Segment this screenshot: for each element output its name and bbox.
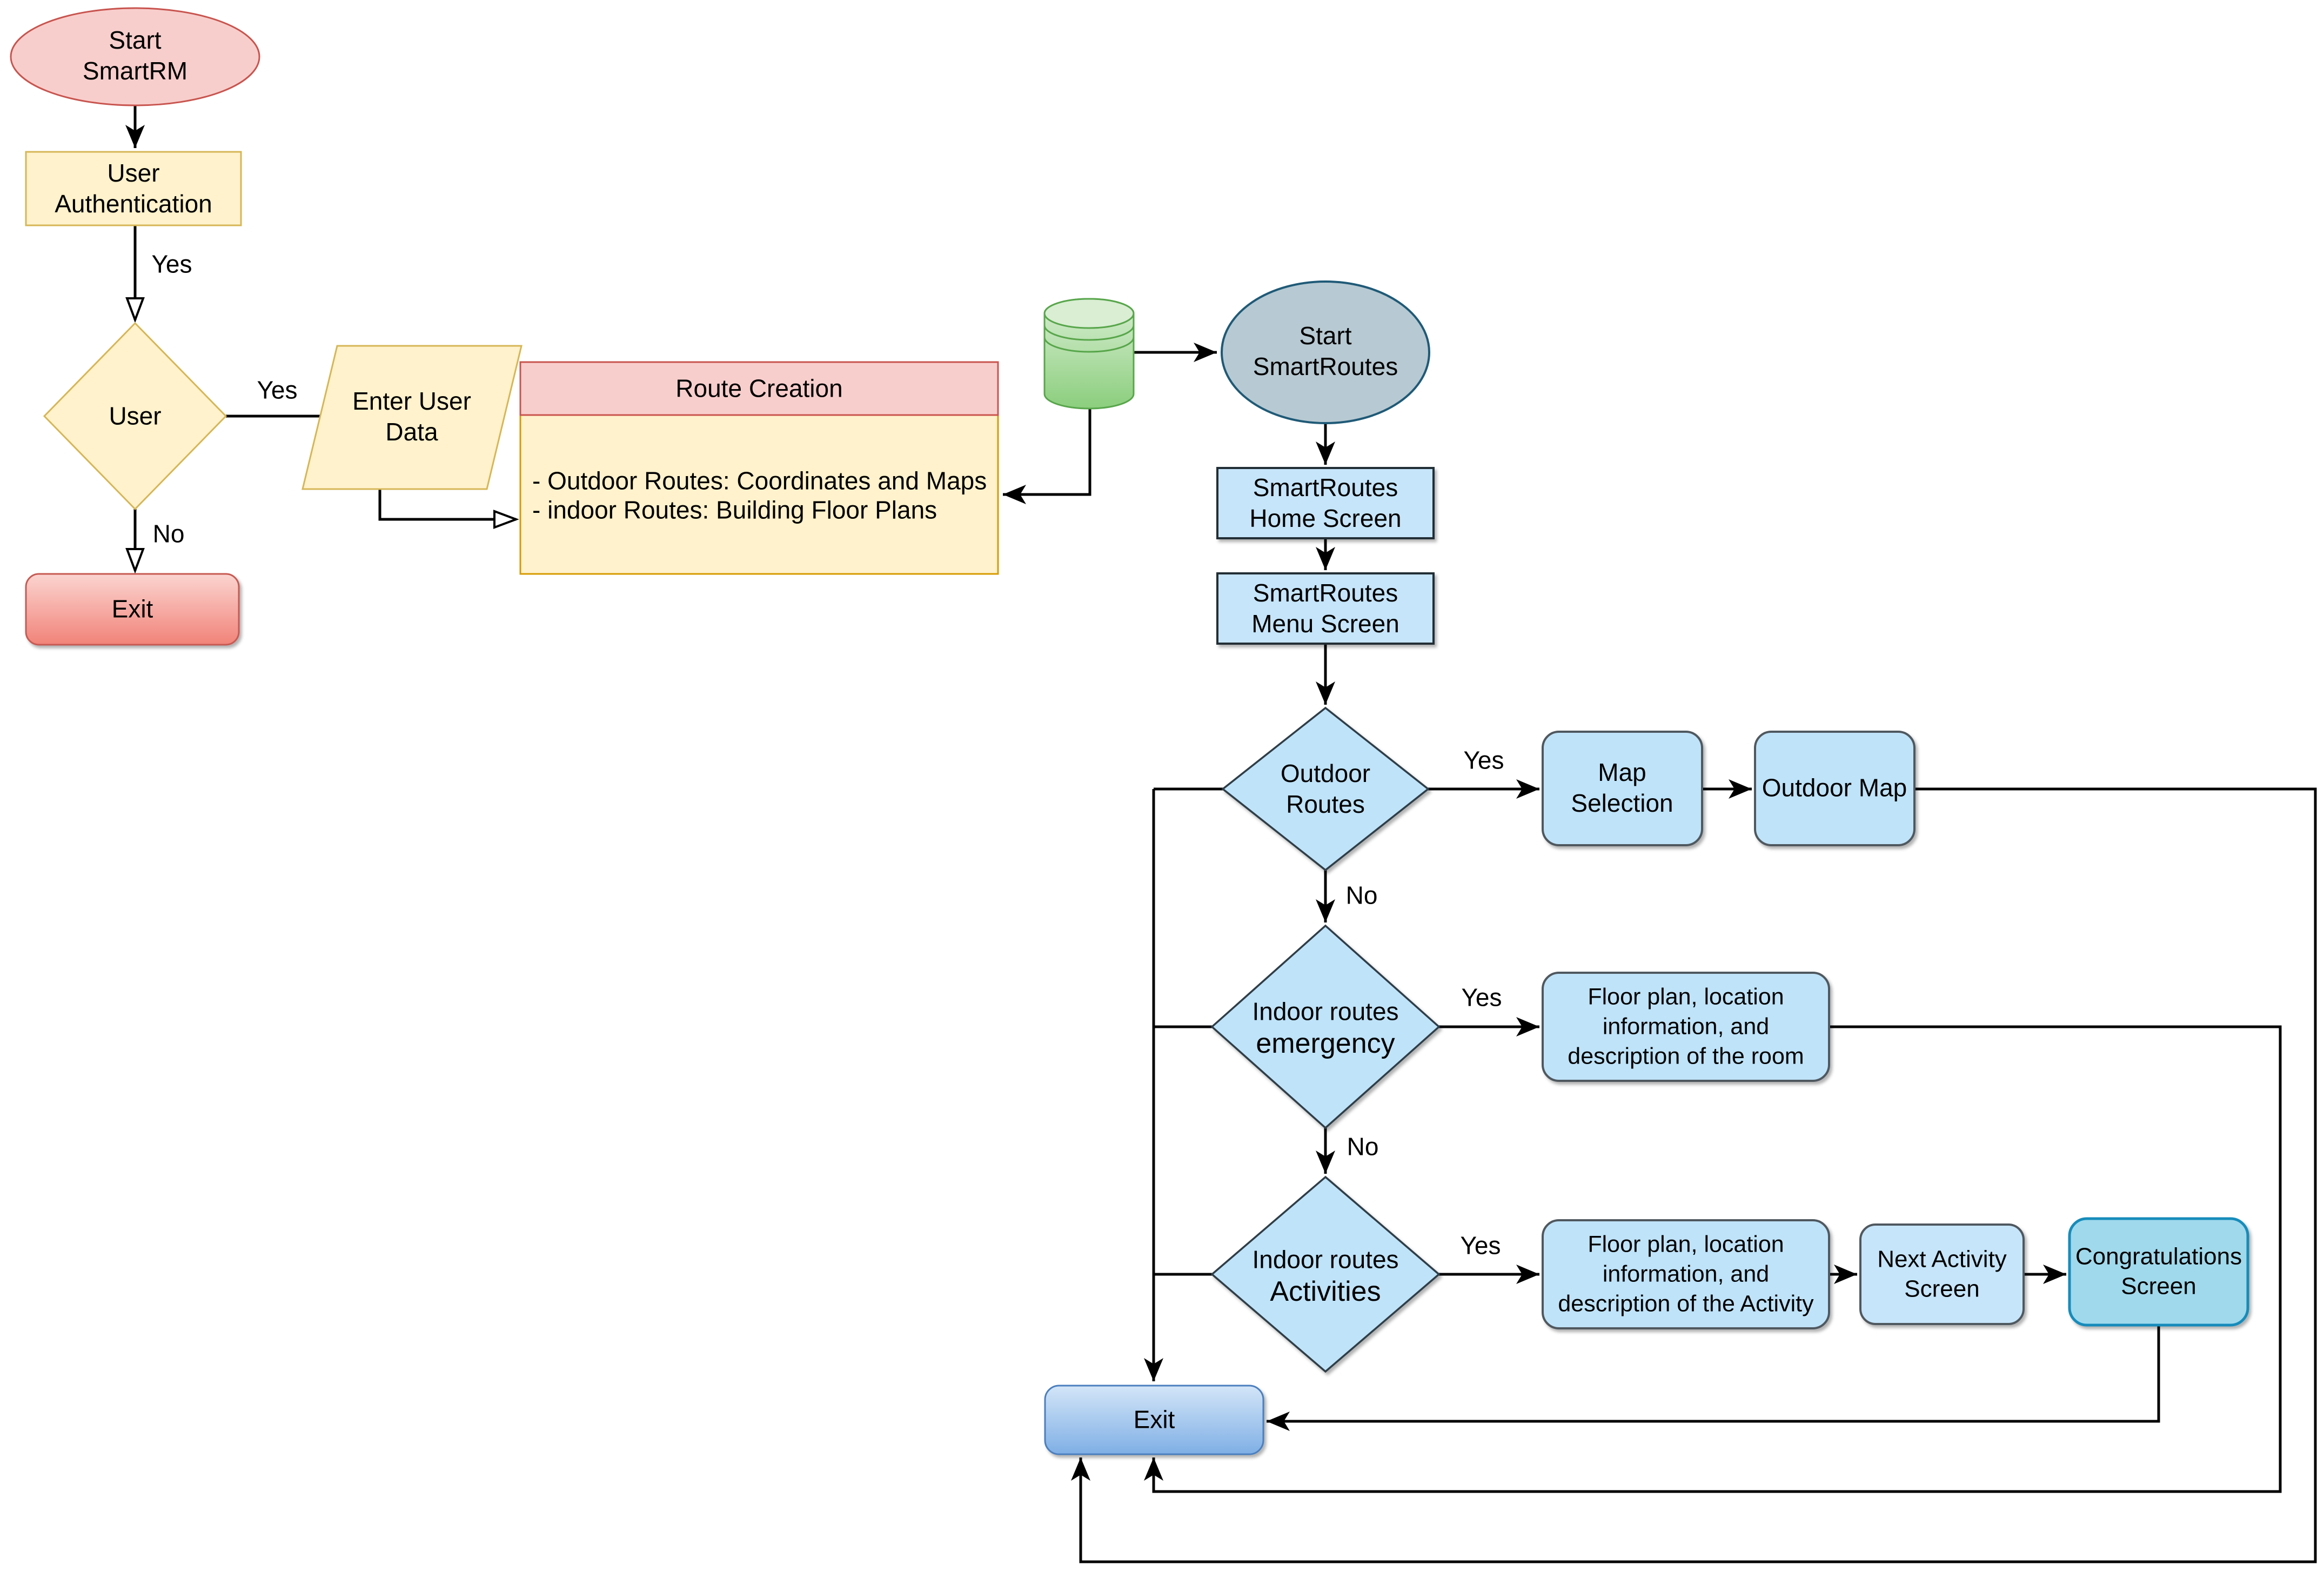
floor-activity-label: Floor plan, location information, and de… [1558,1231,1814,1317]
indoor-emergency-label-line2: emergency [1256,1027,1395,1059]
edge-label-outdoor-yes: Yes [1463,746,1504,774]
outdoor-map-shape [1754,731,1916,846]
edge-label-emergency-yes: Yes [1461,983,1502,1012]
exit-main-shape [25,573,240,646]
next-activity-label: Next Activity Screen [1877,1246,2007,1302]
next-activity-shape [1859,1223,2025,1325]
edge-label-auth-yes: Yes [151,250,192,278]
start-smartroutes-shape [1221,280,1430,424]
menu-screen-shape [1216,572,1435,645]
floor-activity-shape [1542,1219,1830,1329]
congratulations-label: Congratulations Screen [2075,1243,2242,1299]
edge-outdoormap-feedback-to-exit [1071,787,2317,1563]
indoor-emergency-shape [1210,924,1441,1129]
edge-label-outdoor-no: No [1345,881,1378,910]
indoor-activities-label-line2: Activities [1270,1275,1381,1307]
edge-label-emergency-no: No [1347,1132,1379,1161]
enter-user-data-shape [302,345,523,490]
route-creation-header-shape [519,361,999,416]
exit-main-label: Exit [111,594,153,623]
edge-floorroom-feedback-to-exit [1144,1025,2282,1493]
edge-congrats-to-exit [1267,1325,2160,1431]
outdoor-map-label: Outdoor Map [1762,773,1907,802]
floor-room-shape [1542,972,1830,1082]
floor-room-label: Floor plan, location information, and de… [1568,984,1804,1069]
outdoor-routes-shape [1221,706,1430,872]
home-screen-label: SmartRoutes Home Screen [1249,473,1402,532]
exit-routes-label: Exit [1133,1405,1175,1434]
route-creation-body-line2: - indoor Routes: Building Floor Plans [532,496,937,524]
route-creation-body-line1: - Outdoor Routes: Coordinates and Maps [532,466,987,495]
edge-label-activities-yes: Yes [1460,1231,1501,1260]
user-decision-shape [43,322,227,511]
menu-screen-label: SmartRoutes Menu Screen [1251,578,1399,638]
start-smartrm-shape [10,7,260,106]
home-screen-shape [1216,467,1435,539]
edge-enterdata-to-route [378,489,519,529]
route-creation-title: Route Creation [675,374,843,403]
user-decision-label: User [109,402,162,430]
indoor-emergency-label-line1: Indoor routes [1252,997,1399,1026]
indoor-activities-shape [1210,1175,1441,1373]
user-authentication-shape [25,151,242,226]
outdoor-routes-label: Outdoor Routes [1280,759,1371,818]
edge-label-user-no: No [152,519,185,548]
map-selection-label: Map Selection [1571,758,1673,817]
indoor-activities-label-line1: Indoor routes [1252,1245,1399,1274]
edge-label-user-yes: Yes [257,376,298,404]
start-smartroutes-label: Start SmartRoutes [1253,321,1398,380]
enter-user-data-label: Enter User Data [352,386,471,446]
map-selection-shape [1542,731,1703,846]
start-smartrm-label: Start SmartRM [82,25,188,85]
exit-routes-shape [1044,1385,1264,1455]
congratulations-shape [2068,1217,2249,1327]
edge-database-to-route [1003,409,1091,504]
database-cylinder-icon [1043,298,1135,410]
user-authentication-label: User Authentication [55,158,212,218]
